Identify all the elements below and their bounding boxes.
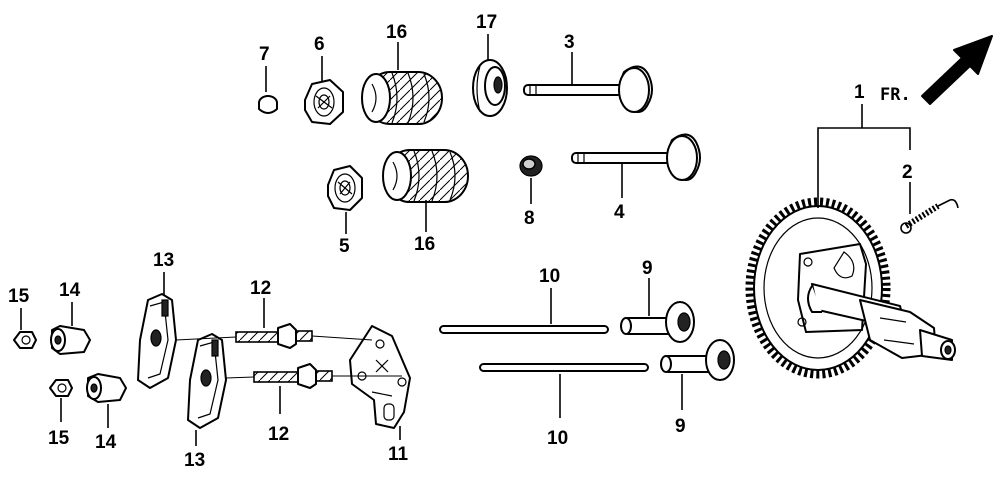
part-spring-retainer-cup xyxy=(472,59,508,117)
part-lock-nut-lower xyxy=(49,379,73,397)
callout-12-lower: 12 xyxy=(268,424,289,445)
leader-bracket xyxy=(817,127,911,208)
callout-10-upper: 10 xyxy=(539,266,560,287)
callout-16-lower: 16 xyxy=(414,234,435,255)
part-valve-keeper xyxy=(258,95,278,114)
part-lock-nut-upper xyxy=(13,331,37,349)
callout-17: 17 xyxy=(476,12,497,33)
callout-3: 3 xyxy=(564,32,575,53)
callout-9-lower: 9 xyxy=(675,416,686,437)
callout-12-upper: 12 xyxy=(250,278,271,299)
callout-11: 11 xyxy=(388,444,409,465)
part-push-rod-guide-plate xyxy=(349,325,411,429)
callout-8: 8 xyxy=(524,208,535,229)
callout-9-upper: 9 xyxy=(642,258,653,279)
part-rocker-arm-upper xyxy=(137,293,177,389)
callout-13-lower: 13 xyxy=(184,450,205,471)
callout-5: 5 xyxy=(339,236,350,257)
callout-15-upper: 15 xyxy=(8,286,30,307)
callout-1: 1 xyxy=(854,82,865,103)
front-arrow-icon xyxy=(921,35,993,105)
part-pivot-nut-lower xyxy=(86,373,127,403)
part-camshaft-gear xyxy=(745,197,956,379)
part-rocker-arm-lower xyxy=(187,333,227,429)
assembly-reference-lines xyxy=(175,335,402,379)
part-valve-upper xyxy=(523,65,653,113)
part-valve-spring-lower xyxy=(382,149,469,203)
part-pivot-nut-upper xyxy=(50,325,91,355)
part-decompressor-spring xyxy=(900,198,959,234)
part-tappet-lower xyxy=(660,339,735,381)
direction-label: FR. xyxy=(880,85,911,105)
part-valve-lower xyxy=(571,133,701,181)
part-valve-rotator-upper xyxy=(304,79,344,125)
callout-6: 6 xyxy=(314,34,325,55)
callout-15-lower: 15 xyxy=(48,428,70,449)
callout-10-lower: 10 xyxy=(547,428,568,449)
part-valve-stem-seal xyxy=(519,155,543,177)
callout-14-upper: 14 xyxy=(59,280,81,301)
callout-13-upper: 13 xyxy=(153,250,174,271)
part-rocker-stud-upper xyxy=(235,323,313,349)
part-valve-rotator-lower xyxy=(327,165,363,211)
callout-7: 7 xyxy=(259,44,270,65)
callout-2: 2 xyxy=(902,162,913,183)
callout-16-upper: 16 xyxy=(386,22,407,43)
part-valve-spring-upper xyxy=(361,71,443,125)
callout-4: 4 xyxy=(614,202,625,223)
part-rocker-stud-lower xyxy=(253,363,333,389)
callout-14-lower: 14 xyxy=(95,432,117,453)
part-push-rod-lower xyxy=(479,363,649,372)
part-tappet-upper xyxy=(620,301,695,343)
part-push-rod-upper xyxy=(439,325,609,334)
